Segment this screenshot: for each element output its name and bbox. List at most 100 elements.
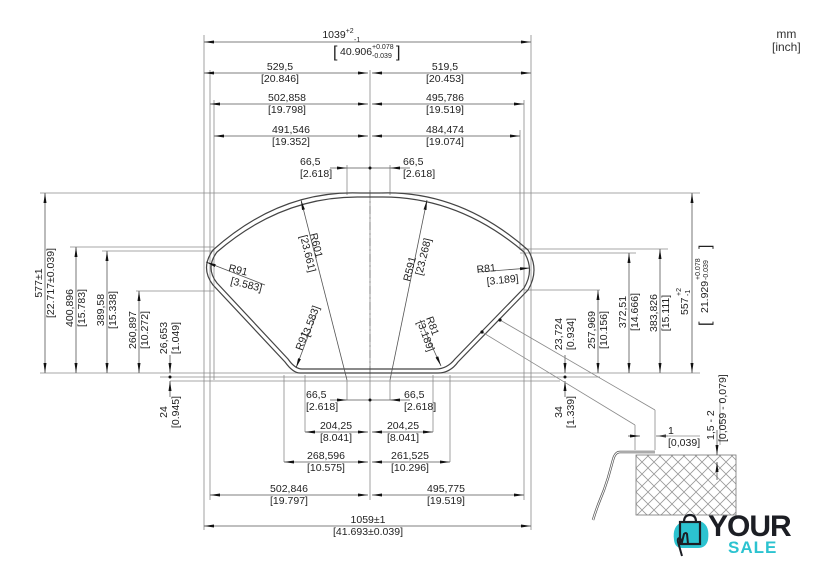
label-dimensions-bottom-right-1-mm: 204,25 <box>387 420 419 432</box>
bracket-glyph: 1039+2 <box>322 28 353 41</box>
label-part: 557 <box>679 297 691 315</box>
drawing-stroke <box>205 261 266 286</box>
label-dimensions-bottom-right-flat-inch: [2.618] <box>404 401 436 413</box>
bracket-glyph: [ <box>333 44 338 61</box>
label-dimensions-bottom-right-3-mm: 495,775 <box>427 483 465 495</box>
label-dimensions-bottom-left-2-mm: 268,596 <box>307 450 345 462</box>
reference-point <box>168 375 172 379</box>
label-dimensions-top-right-2-mm: 495,786 <box>426 92 464 104</box>
label-dimensions-top-total-inch-tol-plus: +0.078 <box>372 44 394 51</box>
logo-text-sale: SALE <box>728 538 778 557</box>
label-dimensions-bottom-right-2-inch: [10.296] <box>391 462 429 474</box>
label-dimensions-top-left-1-inch: [20.846] <box>261 73 299 85</box>
label-dimensions-bottom-left-2-inch: [10.575] <box>307 462 345 474</box>
label-dimensions-bottom-left-1-inch: [8.041] <box>320 432 352 444</box>
label-dimensions-bottom-left-flat-inch: [2.618] <box>306 401 338 413</box>
section-detail <box>591 400 737 521</box>
label-dimensions-right-total-inch: 21.929 <box>699 281 711 313</box>
label-dimensions-right-6-mm: 34 <box>553 406 565 418</box>
sink-outline <box>205 192 535 374</box>
label-dimensions-top-right-flat-inch: [2.618] <box>403 168 435 180</box>
drawing-stroke <box>205 192 535 374</box>
label-part: +2 <box>346 28 354 35</box>
drawing-stroke <box>676 532 689 557</box>
drawing-stroke <box>477 267 531 273</box>
dim-top-total: 1039+2 -1 [ 40.906 +0.078 -0.039 ] <box>322 28 400 61</box>
dim-labels: 529,5 [20.846] 519,5 [20.453] 502,858 [1… <box>33 61 729 538</box>
label-dimensions-bottom-total-mm: 1059±1 <box>351 514 386 526</box>
drawing-stroke <box>295 314 317 369</box>
label-radii-r81-right-inch: [3.189] <box>486 273 519 288</box>
reference-point <box>368 398 372 402</box>
drawing-stroke <box>389 199 428 381</box>
units-secondary: [inch] <box>772 40 801 54</box>
label-dimensions-right-4-inch: [15.111] <box>660 295 672 331</box>
label-dimensions-bottom-left-1-mm: 204,25 <box>320 420 352 432</box>
label-dimensions-top-right-1-mm: 519,5 <box>432 61 458 73</box>
label-radii-r591-inch: [23.268] <box>413 237 434 277</box>
drawing-stroke <box>210 196 531 370</box>
drawing-stroke <box>635 454 737 516</box>
label-dimensions-bottom-right-1-inch: [8.041] <box>387 432 419 444</box>
drawing-stroke <box>678 520 702 546</box>
drawing-stroke <box>419 319 442 367</box>
label-dimensions-right-total-tol-minus: -1 <box>685 290 692 296</box>
label-dimensions-right-2-inch: [10.156] <box>598 311 610 349</box>
label-dimensions-bottom-left-flat-mm: 66,5 <box>306 389 327 401</box>
label-part: 1039 <box>322 29 346 41</box>
label-radii-r81-right-mm: R81 <box>476 262 497 276</box>
units-legend: mm [inch] <box>772 28 801 54</box>
label-dimensions-bottom-left-3-inch: [19.797] <box>270 495 308 507</box>
label-radii-r601-mm: R601 <box>307 232 325 259</box>
label-dimensions-top-right-1-inch: [20.453] <box>426 73 464 85</box>
label-dimensions-left-4-inch: [10.272] <box>139 311 151 349</box>
label-radii-r91-left-mm: R91 <box>227 262 249 278</box>
label-dimensions-top-right-3-mm: 484,474 <box>426 124 464 136</box>
label-dimensions-top-left-2-mm: 502,858 <box>268 92 306 104</box>
label-dimensions-top-total-inch: 40.906 <box>340 46 372 58</box>
bracket-glyph: [ <box>697 321 714 326</box>
units-primary: mm <box>776 27 797 41</box>
reference-point <box>498 318 502 322</box>
label-dimensions-top-right-2-inch: [19.519] <box>426 104 464 116</box>
label-dimensions-left-total-inch: [22.717±0.039] <box>45 248 57 318</box>
label-radii-r91-left-inch: [3.583] <box>229 275 263 294</box>
shopping-bag-hand-icon <box>673 513 709 557</box>
label-dimensions-right-total-inch-tol-minus: -0.039 <box>703 260 710 280</box>
label-dimensions-bottom-right-flat-mm: 66,5 <box>404 389 425 401</box>
label-dimensions-right-3-mm: 372,51 <box>617 296 629 328</box>
dimension-lines <box>43 40 694 528</box>
drawing-stroke <box>682 513 698 523</box>
logo-text-your: YOUR <box>708 510 792 543</box>
label-dimensions-left-2-mm: 400,896 <box>64 289 76 327</box>
label-dimensions-left-4-mm: 260,897 <box>127 311 139 349</box>
bracket-glyph: ] <box>697 245 714 249</box>
label-dimensions-left-3-mm: 389,58 <box>95 294 107 326</box>
label-dimensions-left-5-inch: [1.049] <box>170 322 182 354</box>
label-dimensions-detail-gap-inch: [0,039] <box>668 437 700 449</box>
label-dimensions-bottom-left-3-mm: 502,846 <box>270 483 308 495</box>
label-dimensions-right-total-inch-tol-plus: +0.078 <box>695 258 702 280</box>
dim-right-total-mm: 557 <box>679 297 691 315</box>
label-dimensions-right-4-mm: 383,826 <box>648 294 660 332</box>
label-dimensions-bottom-right-2-mm: 261,525 <box>391 450 429 462</box>
label-dimensions-right-1-mm: 23,724 <box>553 318 565 350</box>
label-dimensions-top-right-3-inch: [19.074] <box>426 136 464 148</box>
radius-leaders <box>205 199 531 381</box>
label-dimensions-right-total-tol-plus: +2 <box>676 288 683 296</box>
brand-logo: YOUR SALE <box>672 508 802 560</box>
label-dimensions-detail-thickness-mm: 1,5 - 2 <box>705 410 717 440</box>
label-dimensions-left-6-inch: [0.945] <box>170 396 182 428</box>
reference-point <box>368 166 372 170</box>
label-dimensions-left-6-mm: 24 <box>158 406 170 418</box>
label-dimensions-left-total-mm: 577±1 <box>33 268 45 297</box>
drawing-stroke <box>592 451 655 521</box>
label-dimensions-left-3-inch: [15.338] <box>107 291 119 329</box>
label-dimensions-top-left-flat-mm: 66,5 <box>300 156 321 168</box>
drawing-stroke <box>481 331 636 426</box>
bracket-glyph: ] <box>396 44 400 61</box>
label-dimensions-detail-gap-mm: 1 <box>668 425 674 437</box>
label-dimensions-right-1-inch: [0.934] <box>565 318 577 350</box>
label-dimensions-top-left-3-inch: [19.352] <box>272 136 310 148</box>
